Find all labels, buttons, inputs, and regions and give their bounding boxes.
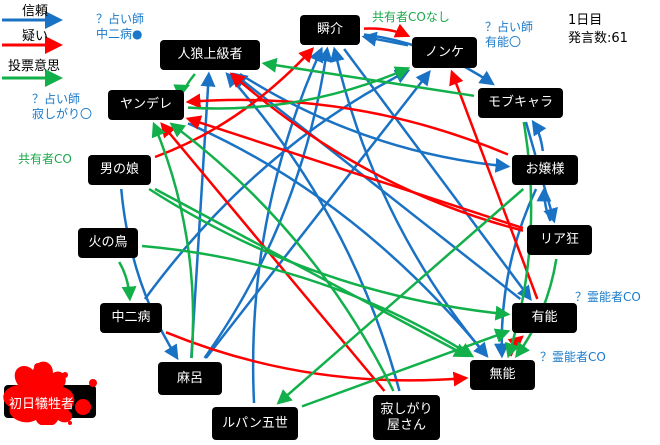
- edge-trust-maro-to-shunsuke: [203, 46, 333, 359]
- edge-trust-sabishi-to-jinro: [225, 72, 401, 392]
- post-count: 発言数:61: [568, 31, 628, 46]
- day-label: 1日目: [568, 13, 603, 28]
- edge-vote-yandere-to-nonke: [187, 66, 411, 110]
- edge-trust-yuno-to-jinro: [232, 72, 522, 300]
- node-hinotori: 火の鳥: [78, 228, 138, 258]
- edge-doubt-sabishi-to-yandere: [160, 122, 386, 392]
- node-chuni: 中二病: [100, 303, 162, 333]
- annotation-seer-chuni: ？占い師 中二病●: [96, 12, 145, 41]
- node-maro: 麻呂: [158, 362, 222, 395]
- edge-vote-lupin-to-yuno: [301, 328, 511, 408]
- edge-trust-jinro-to-ojou: [239, 72, 511, 173]
- blood-splatter-icon: [3, 361, 97, 425]
- legend-vote-label: 投票意思: [8, 59, 61, 74]
- edge-trust-nonke-to-shunsuke: [361, 31, 409, 47]
- node-lupin: ルパン五世: [212, 407, 298, 440]
- edge-vote-hinotori-to-chuni: [118, 261, 137, 302]
- first-victim: 初日犠牲者: [3, 361, 97, 425]
- edge-vote-ojou-to-lupin: [276, 188, 525, 405]
- edge-doubt-otoko-to-shunsuke: [154, 47, 315, 159]
- edge-trust-otoko-to-maro: [119, 188, 179, 361]
- first-victim-label: 初日犠牲者: [9, 397, 75, 412]
- annotation-seer-sabishi: ？占い師 寂しがり〇: [32, 92, 93, 121]
- edge-doubt-ojou-to-yandere: [185, 93, 509, 156]
- edge-vote-sabishi-to-yandere: [169, 122, 395, 392]
- edge-trust-muno-to-shunsuke: [329, 46, 488, 357]
- edge-trust-maro-to-nonke: [205, 70, 431, 359]
- edge-vote-otoko-to-muno: [154, 187, 470, 358]
- edge-trust-chuni-to-nonke: [143, 69, 411, 300]
- legend-doubt-label: 疑い: [22, 29, 49, 44]
- edge-trust-ojou-to-mob: [531, 119, 547, 152]
- edge-vote-jinro-to-yandere: [173, 73, 196, 99]
- edge-doubt-riakyo-to-jinro: [229, 72, 524, 232]
- edge-trust-lupin-to-shunsuke: [251, 46, 324, 404]
- edge-trust-shunsuke-to-yuno: [343, 48, 532, 302]
- annotation-seer-yuno: ？占い師 有能〇: [485, 20, 534, 49]
- legend-trust-label: 信頼: [22, 4, 49, 19]
- node-nonke: ノンケ: [412, 37, 477, 68]
- node-yuno: 有能: [512, 303, 577, 333]
- node-shunsuke: 瞬介: [300, 15, 360, 45]
- edge-trust-yandere-to-muno: [187, 122, 489, 358]
- annotation-coop-none: 共有者COなし: [372, 10, 450, 24]
- annotation-medium-1: ？霊能者CO: [575, 290, 641, 304]
- node-mob: モブキャラ: [478, 88, 563, 118]
- annotation-coop: 共有者CO: [18, 152, 72, 166]
- node-muno: 無能: [470, 360, 535, 390]
- node-riakyo: リア狂: [527, 225, 592, 255]
- node-yandere: ヤンデレ: [108, 90, 184, 120]
- node-sabishi: 寂しがり 屋さん: [373, 395, 440, 440]
- node-ojou: お嬢様: [512, 155, 578, 185]
- node-otoko: 男の娘: [88, 155, 151, 185]
- edge-vote-maro-to-yandere: [151, 121, 195, 359]
- edge-vote-mob-to-jinro: [261, 57, 475, 98]
- annotation-medium-2: ？霊能者CO: [540, 350, 606, 364]
- edge-doubt-shunsuke-to-nonke: [363, 23, 411, 38]
- node-jinro: 人狼上級者: [160, 40, 260, 70]
- edge-doubt-riakyo-to-yandere: [185, 115, 524, 230]
